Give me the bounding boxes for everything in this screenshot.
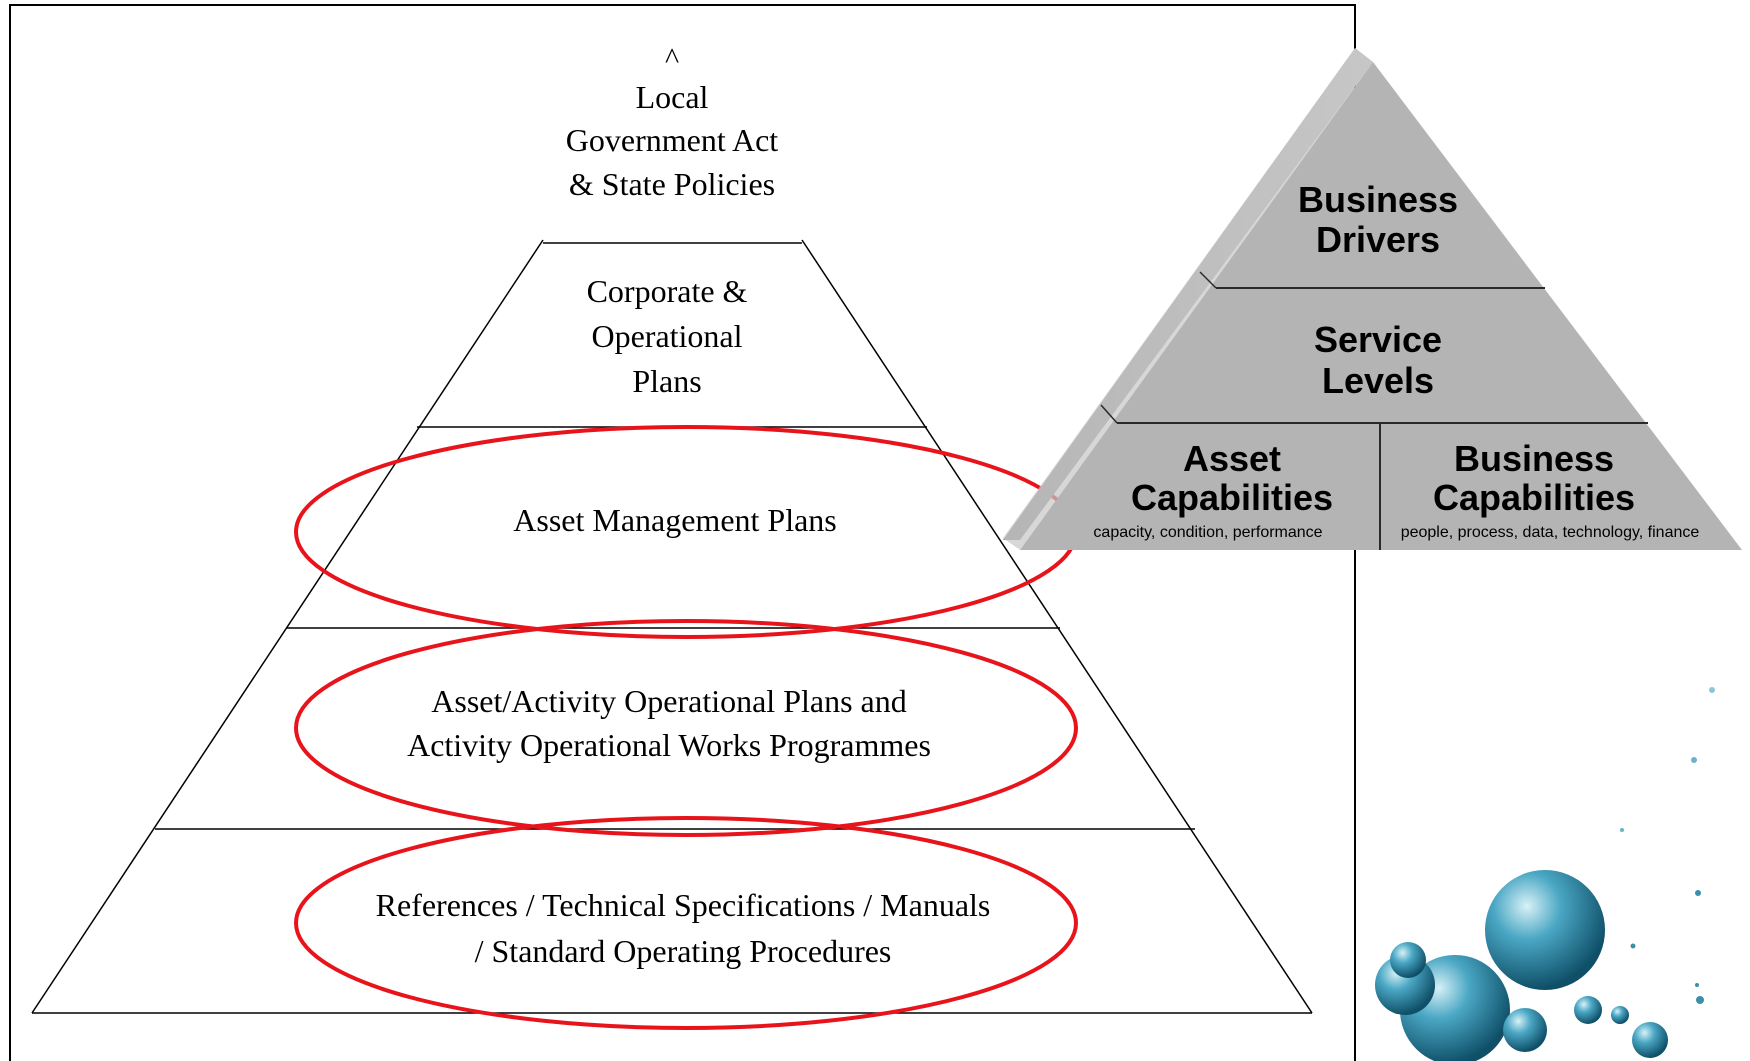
asset-capabilities-line1: Asset <box>1183 438 1281 479</box>
business-drivers-line2: Drivers <box>1316 219 1440 260</box>
business-capabilities-line2: Capabilities <box>1433 477 1635 518</box>
business-drivers-line1: Business <box>1298 179 1458 220</box>
asset-capabilities-line2: Capabilities <box>1131 477 1333 518</box>
bubble-small-5 <box>1632 1022 1668 1058</box>
right-divider-1-side <box>1199 271 1217 289</box>
bubble-tiny-4 <box>1709 687 1715 693</box>
tier5-line2: / Standard Operating Procedures <box>475 933 892 969</box>
pyramid-left-edge <box>31 239 544 1014</box>
tier4-line2: Activity Operational Works Programmes <box>407 727 931 763</box>
right-divider-2-side <box>1100 404 1118 424</box>
business-capabilities-subtitle: people, process, data, technology, finan… <box>1401 524 1700 541</box>
tier1-line1: Local <box>636 79 709 115</box>
apex-caret: ^ <box>665 42 679 75</box>
right-pyramid <box>1003 48 1742 550</box>
tier2-line3: Plans <box>632 363 701 399</box>
highlight-operational-plans <box>294 619 1078 837</box>
asset-capabilities-subtitle: capacity, condition, performance <box>1093 524 1322 541</box>
tier2-line1: Corporate & <box>587 273 748 309</box>
tier4-line1: Asset/Activity Operational Plans and <box>431 683 906 719</box>
pyramid-right-edge <box>801 239 1313 1014</box>
bubble-small-4 <box>1611 1006 1629 1024</box>
pyramid-front-face <box>1020 62 1742 550</box>
bubble-small-3 <box>1574 996 1602 1024</box>
bubble-small-2 <box>1503 1008 1547 1052</box>
highlight-references <box>294 816 1078 1030</box>
tier5-line1: References / Technical Specifications / … <box>376 887 991 923</box>
bubble-small-1 <box>1390 942 1426 978</box>
service-levels-line1: Service <box>1314 319 1442 360</box>
bubble-tiny-7 <box>1695 983 1699 987</box>
bubble-tiny-5 <box>1630 943 1636 949</box>
tier1-line3: & State Policies <box>569 166 775 202</box>
bubble-tiny-3 <box>1691 757 1697 763</box>
pyramid-bevel <box>1003 48 1373 550</box>
tier2-line2: Operational <box>591 318 742 354</box>
bubble-tiny-1 <box>1696 996 1704 1004</box>
bubble-tiny-6 <box>1620 828 1624 832</box>
business-capabilities-line1: Business <box>1454 438 1614 479</box>
bubble-large <box>1485 870 1605 990</box>
tier3-line1: Asset Management Plans <box>513 502 837 538</box>
bubble-tiny-2 <box>1695 890 1701 896</box>
service-levels-line2: Levels <box>1322 360 1434 401</box>
tier1-line2: Government Act <box>566 122 779 158</box>
bubbles-decoration <box>1375 687 1715 1061</box>
